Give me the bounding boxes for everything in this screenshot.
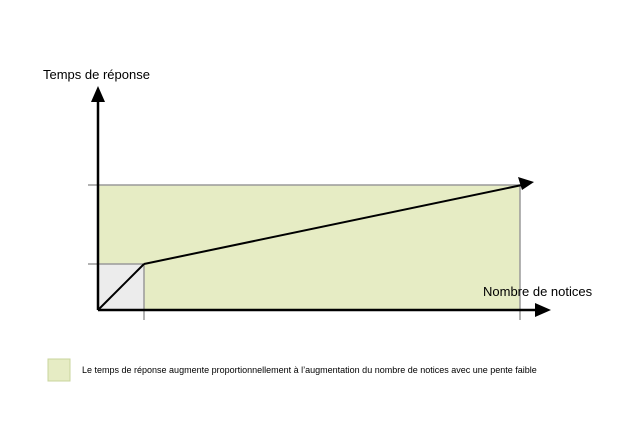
x-axis-label: Nombre de notices [483,284,593,299]
legend-swatch [47,358,71,382]
gentle-slope-segment [143,184,523,265]
legend-text: Le temps de réponse augmente proportionn… [82,365,537,375]
y-axis-label: Temps de réponse [43,67,150,82]
initial-steep-segment [97,263,145,311]
proportional-growth-region [97,184,521,311]
y-axis-arrowhead [91,86,105,102]
x-axis-arrowhead [535,303,551,317]
slope-arrowhead [518,177,534,190]
